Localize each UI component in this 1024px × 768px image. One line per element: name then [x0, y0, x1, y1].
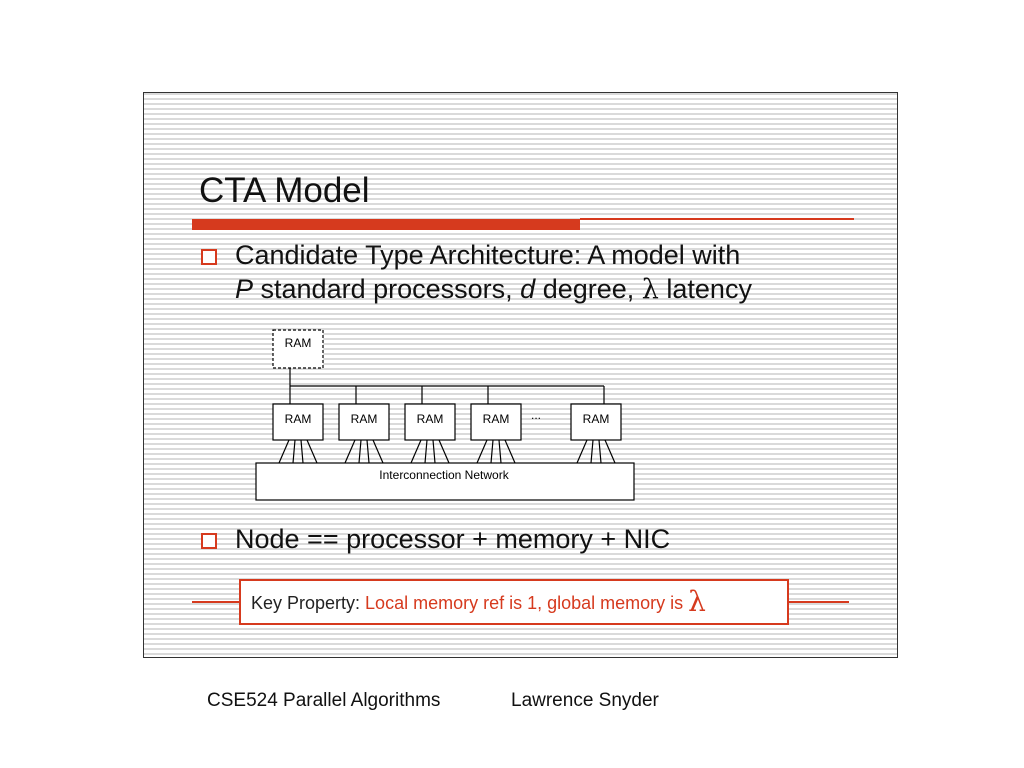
bullet-1-line-2: P standard processors, d degree, λ laten…	[235, 273, 752, 306]
node-3: RAM	[404, 403, 456, 441]
var-p: P	[235, 274, 254, 304]
node-4: RAM	[470, 403, 522, 441]
cta-diagram: RAM RAM RAM RAM RAM ... RAM	[255, 329, 635, 501]
node-2: RAM	[338, 403, 390, 441]
key-line-left	[192, 601, 239, 603]
interconnection-network-box	[255, 462, 635, 501]
controller-ram-label: RAM	[285, 336, 312, 350]
footer-author: Lawrence Snyder	[511, 690, 659, 711]
bullet-1-line-1: Candidate Type Architecture: A model wit…	[235, 240, 741, 270]
node-1-label: RAM	[285, 412, 312, 426]
node-3-label: RAM	[417, 412, 444, 426]
title-underline-thick	[192, 219, 580, 230]
slide: CTA Model Candidate Type Architecture: A…	[143, 92, 898, 658]
key-property-value: Local memory ref is 1, global memory is	[365, 593, 689, 613]
node-1: RAM	[272, 403, 324, 441]
key-property-label: Key Property:	[251, 593, 366, 613]
node-links	[278, 439, 616, 464]
node-4-label: RAM	[483, 412, 510, 426]
text-latency: latency	[658, 274, 752, 304]
key-property-box: Key Property: Local memory ref is 1, glo…	[239, 579, 789, 625]
lambda-symbol: λ	[688, 585, 706, 618]
node-5-label: RAM	[583, 412, 610, 426]
title-underline-thin	[580, 218, 854, 220]
nodes-ellipsis: ...	[531, 408, 541, 422]
node-5: RAM	[570, 403, 622, 441]
var-d: d	[520, 274, 536, 304]
text-degree: degree,	[535, 274, 642, 304]
footer-course: CSE524 Parallel Algorithms	[207, 690, 441, 711]
text-standard-processors: standard processors,	[253, 274, 521, 304]
interconnection-network-label: Interconnection Network	[379, 468, 509, 482]
bullet-square-icon	[201, 533, 217, 549]
slide-title: CTA Model	[199, 171, 370, 210]
bullet-2-text: Node == processor + memory + NIC	[235, 524, 671, 554]
node-2-label: RAM	[351, 412, 378, 426]
lambda-symbol: λ	[641, 274, 659, 305]
controller-ram-box	[272, 329, 324, 369]
bullet-square-icon	[201, 249, 217, 265]
key-line-right	[789, 601, 849, 603]
